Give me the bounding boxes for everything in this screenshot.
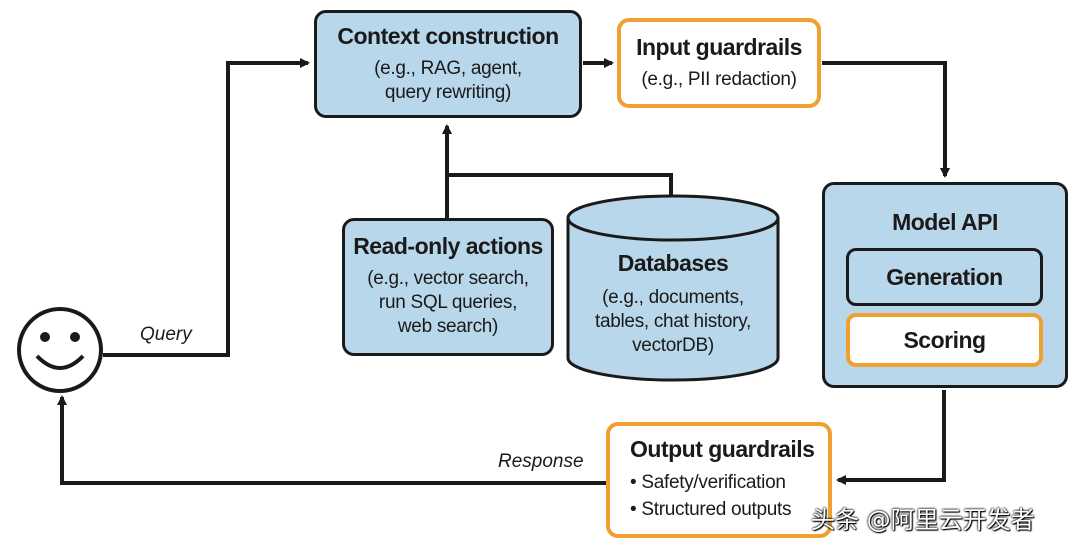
databases-box: Databases (e.g., documents, tables, chat… [568,250,778,370]
read-only-actions-desc-3: web search) [397,316,499,337]
databases-desc-3: vectorDB) [632,335,714,356]
query-arrow [103,58,310,357]
context-construction-title: Context construction [337,23,559,49]
model-api-title: Model API [892,209,998,235]
database-cylinder-icon [566,194,780,382]
read-only-actions-desc-2: run SQL queries, [378,292,518,313]
context-construction-desc-1: (e.g., RAG, agent, [374,58,522,79]
output-guardrails-item-safety: Safety/verification [630,469,828,496]
response-label: Response [498,451,584,472]
context-construction-box: Context construction (e.g., RAG, agent, … [314,10,582,118]
query-label: Query [140,324,192,345]
output-guardrails-title: Output guardrails [630,436,815,462]
model-to-output-arrow [836,390,946,485]
context-construction-desc-2: query rewriting) [384,82,512,103]
output-guardrails-item-structured: Structured outputs [630,496,828,523]
input-guardrails-box: Input guardrails (e.g., PII redaction) [617,18,821,108]
input-to-model-arrow [822,61,950,178]
watermark: 头条 @阿里云开发者 [811,506,1035,534]
read-only-actions-desc-1: (e.g., vector search, [367,268,529,289]
output-guardrails-box: Output guardrails Safety/verification St… [606,422,832,538]
read-only-actions-title: Read-only actions [353,233,543,259]
read-only-actions-box: Read-only actions (e.g., vector search, … [342,218,554,356]
response-arrow [57,395,606,485]
input-guardrails-desc: (e.g., PII redaction) [641,69,797,90]
user-smiley-icon [17,307,103,393]
databases-title: Databases [617,250,729,276]
generation-box: Generation [846,248,1043,306]
read-only-connector [445,173,673,218]
databases-desc-2: tables, chat history, [595,311,751,332]
input-guardrails-title: Input guardrails [636,34,802,60]
scoring-box: Scoring [846,313,1043,367]
databases-desc-1: (e.g., documents, [602,287,744,308]
output-guardrails-list: Safety/verification Structured outputs [630,469,828,523]
